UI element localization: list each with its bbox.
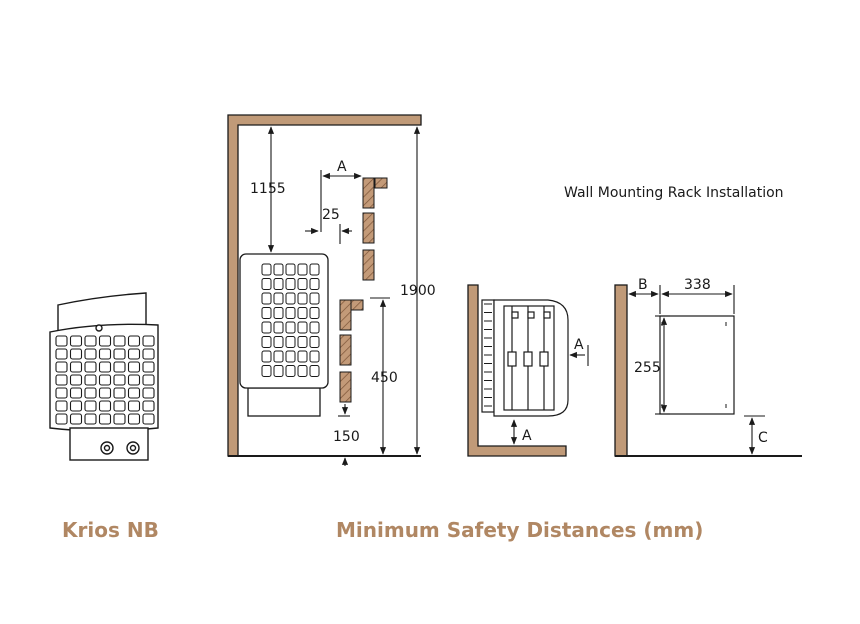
heater-side-view xyxy=(239,253,329,417)
diagram-title-caption: Minimum Safety Distances (mm) xyxy=(336,518,704,542)
dim-338: 338 xyxy=(684,277,711,293)
main-room-diagram: 1155 A 25 1900 450 150 xyxy=(227,114,436,466)
heater-illustration xyxy=(49,292,159,461)
dim-450: 450 xyxy=(371,370,398,386)
dim-c: C xyxy=(758,430,768,446)
dim-25: 25 xyxy=(322,207,340,223)
dim-b: B xyxy=(638,277,648,293)
dim-255: 255 xyxy=(634,360,661,376)
dim-a-below: A xyxy=(522,428,532,444)
wooden-bench-pieces xyxy=(339,177,388,403)
wall-mounting-rack-view: Wall Mounting Rack Installation B 338 25… xyxy=(564,185,802,457)
dim-a-top: A xyxy=(337,159,347,175)
dim-a-side: A xyxy=(574,337,584,353)
dim-1900: 1900 xyxy=(400,283,436,299)
model-name-caption: Krios NB xyxy=(62,518,159,542)
wall-side-view: A A xyxy=(467,284,589,457)
dim-150: 150 xyxy=(333,429,360,445)
wall-rack-title: Wall Mounting Rack Installation xyxy=(564,185,784,201)
dim-1155: 1155 xyxy=(250,181,286,197)
